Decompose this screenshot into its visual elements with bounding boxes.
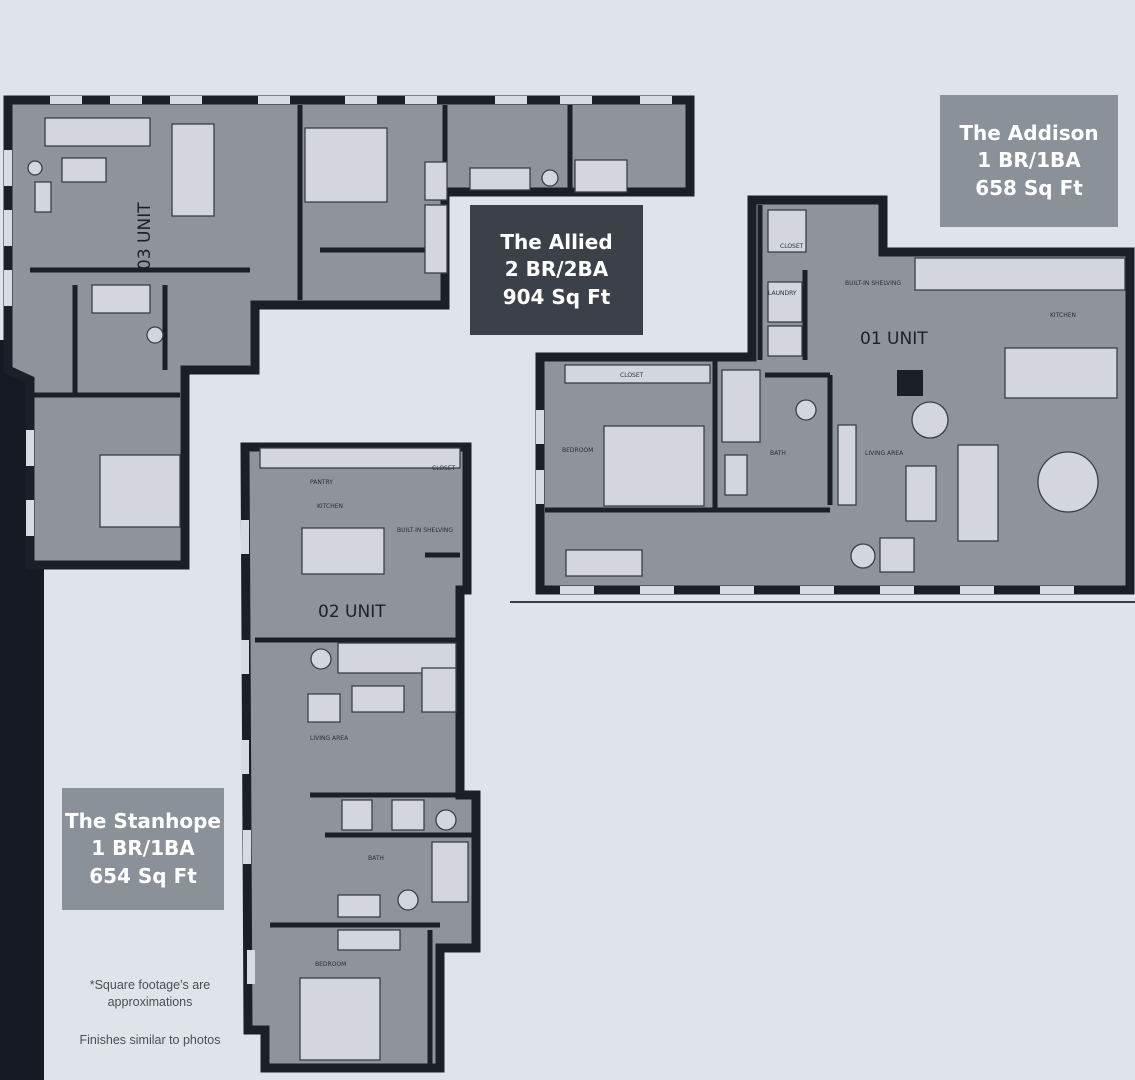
stanhope-name: The Stanhope xyxy=(65,808,221,833)
addison-name: The Addison xyxy=(959,120,1099,145)
room-addison-builtin: BUILT-IN SHELVING xyxy=(845,280,901,287)
unit-03-plan: 03 UNIT xyxy=(3,95,695,570)
allied-name: The Allied xyxy=(500,229,613,254)
unit-02-label: 02 UNIT xyxy=(318,602,386,622)
footage-note: *Square footage's are approximations xyxy=(89,978,211,1009)
room-stanhope-closet: CLOSET xyxy=(432,465,456,472)
unit-01-label: 01 UNIT xyxy=(860,329,928,349)
stanhope-label: The Stanhope 1 BR/1BA 654 Sq Ft xyxy=(62,788,224,910)
finishes-note: Finishes similar to photos xyxy=(79,1033,221,1047)
room-stanhope-kitchen: KITCHEN xyxy=(317,503,343,510)
room-stanhope-builtin: BUILT-IN SHELVING xyxy=(397,527,453,534)
room-stanhope-bath: BATH xyxy=(368,855,384,862)
unit-03-label: 03 UNIT xyxy=(135,202,155,270)
room-addison-kitchen: KITCHEN xyxy=(1050,312,1076,319)
addison-beds: 1 BR/1BA xyxy=(977,148,1081,173)
room-stanhope-bedroom: BEDROOM xyxy=(315,961,346,968)
room-stanhope-living: LIVING AREA xyxy=(310,735,349,742)
unit-02-plan: 02 UNIT PANTRY CLOSET KITCHEN BUILT-IN S… xyxy=(240,442,481,1073)
stanhope-area: 654 Sq Ft xyxy=(89,863,197,888)
allied-beds: 2 BR/2BA xyxy=(504,257,609,282)
allied-label: The Allied 2 BR/2BA 904 Sq Ft xyxy=(470,205,643,335)
unit-01-plan: 01 UNIT CLOSET BUILT-IN SHELVING LAUNDRY… xyxy=(510,195,1135,603)
room-addison-bedroom: BEDROOM xyxy=(562,447,593,454)
room-addison-bath: BATH xyxy=(770,450,786,457)
room-addison-closet-top: CLOSET xyxy=(780,243,804,250)
room-stanhope-pantry: PANTRY xyxy=(310,479,333,486)
addison-label: The Addison 1 BR/1BA 658 Sq Ft xyxy=(940,95,1118,227)
room-addison-closet-bed: CLOSET xyxy=(620,372,644,379)
addison-area: 658 Sq Ft xyxy=(975,175,1083,200)
room-addison-laundry: LAUNDRY xyxy=(768,290,797,297)
allied-area: 904 Sq Ft xyxy=(502,284,611,309)
stanhope-beds: 1 BR/1BA xyxy=(91,836,195,861)
room-addison-living: LIVING AREA xyxy=(865,450,904,457)
